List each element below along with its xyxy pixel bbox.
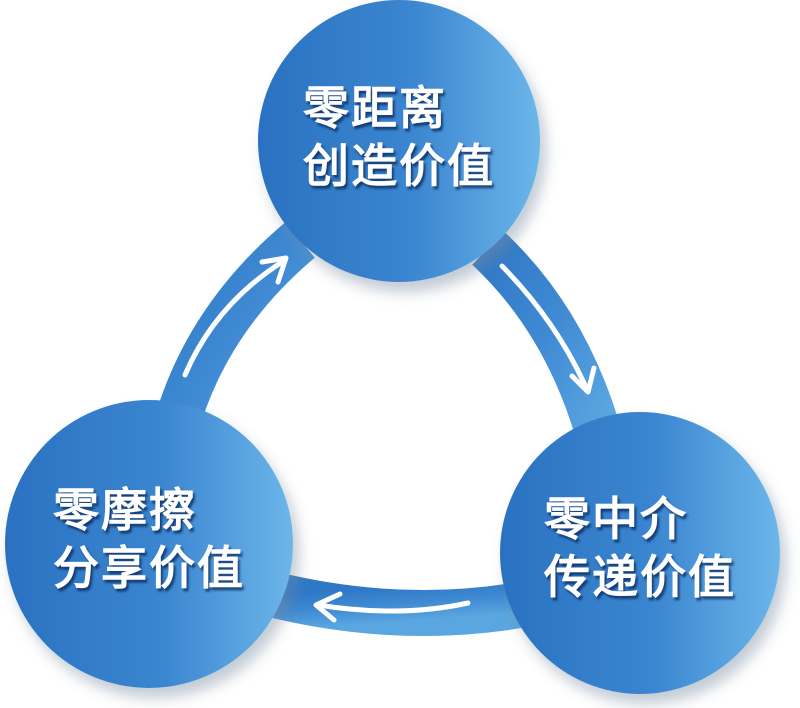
arrow-up-right-icon — [182, 259, 285, 378]
connector-top-to-right — [472, 231, 621, 439]
node-title: 零距离 — [303, 81, 447, 135]
connector-right-to-left — [269, 572, 524, 636]
node-zero-distance: 零距离 创造价值 — [258, 0, 540, 282]
connector-left-to-top — [152, 222, 315, 437]
node-zero-intermediary: 零中介 传递价值 — [500, 412, 780, 694]
arrow-left-icon — [315, 600, 471, 614]
node-subtitle: 分享价值 — [53, 541, 245, 595]
node-zero-friction: 零摩擦 分享价值 — [5, 400, 293, 688]
arrow-down-right-icon — [499, 263, 588, 388]
node-title: 零中介 — [544, 492, 688, 546]
node-title: 零摩擦 — [53, 483, 197, 537]
node-subtitle: 传递价值 — [544, 550, 736, 604]
node-subtitle: 创造价值 — [303, 139, 495, 193]
